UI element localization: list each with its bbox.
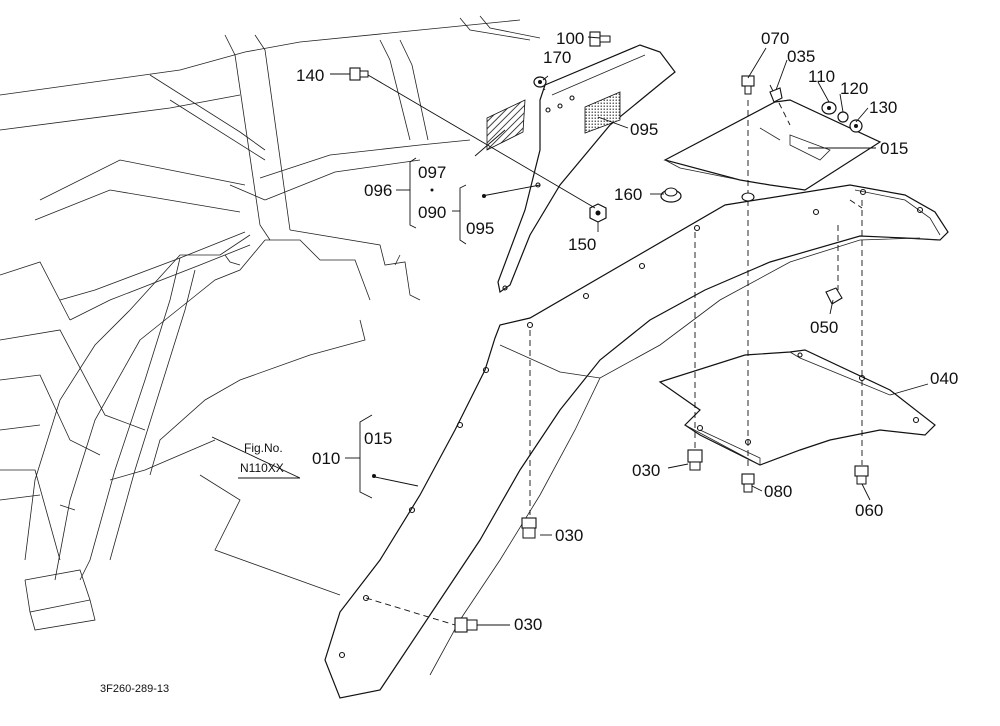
label-030-right[interactable]: 030 (632, 461, 660, 480)
part-labels: 100 170 140 070 035 110 120 130 015 095 … (296, 29, 958, 634)
label-060[interactable]: 060 (855, 501, 883, 520)
bolt-070[interactable] (741, 75, 755, 95)
label-095-right[interactable]: 095 (630, 120, 658, 139)
warning-decal-097 (486, 99, 526, 151)
label-035[interactable]: 035 (787, 47, 815, 66)
tractor-frame-background (0, 15, 541, 631)
label-097[interactable]: 097 (418, 163, 446, 182)
label-015-left[interactable]: 015 (364, 429, 392, 448)
bolt-100[interactable] (589, 31, 611, 47)
bolt-030-bottom[interactable] (454, 617, 478, 633)
label-095-left[interactable]: 095 (466, 219, 494, 238)
hardware (349, 31, 869, 633)
label-170[interactable]: 170 (543, 48, 571, 67)
washer-110[interactable] (821, 101, 837, 115)
clip-050[interactable] (825, 287, 843, 305)
fender-part-010[interactable] (324, 184, 949, 699)
lock-washer-120[interactable] (837, 111, 849, 123)
label-096[interactable]: 096 (364, 181, 392, 200)
warning-decal-095 (584, 91, 621, 134)
bolt-140[interactable] (349, 67, 369, 81)
label-160[interactable]: 160 (614, 185, 642, 204)
label-090[interactable]: 090 (418, 203, 446, 222)
label-150[interactable]: 150 (568, 235, 596, 254)
label-050[interactable]: 050 (810, 318, 838, 337)
figure-reference: Fig.No. N110XX (240, 441, 284, 475)
fig-ref-line1: Fig.No. (244, 441, 283, 455)
label-140[interactable]: 140 (296, 66, 324, 85)
label-100[interactable]: 100 (556, 29, 584, 48)
label-040[interactable]: 040 (930, 369, 958, 388)
side-panel-part-090[interactable] (486, 44, 882, 294)
bolt-060[interactable] (854, 465, 869, 485)
grommet-160[interactable] (660, 187, 682, 203)
platform-plate-part-040[interactable] (658, 349, 936, 466)
label-030-bottom[interactable]: 030 (514, 615, 542, 634)
bolt-030-mid[interactable] (521, 517, 537, 539)
fig-ref-line2[interactable]: N110XX (240, 461, 284, 475)
label-130[interactable]: 130 (869, 98, 897, 117)
assembly-lines (365, 79, 863, 626)
label-015-top[interactable]: 015 (880, 139, 908, 158)
label-010[interactable]: 010 (312, 449, 340, 468)
label-110[interactable]: 110 (808, 67, 835, 86)
label-030-mid[interactable]: 030 (555, 526, 583, 545)
nut-150[interactable] (589, 203, 607, 223)
label-080[interactable]: 080 (764, 482, 792, 501)
drawing-code: 3F260-289-13 (100, 683, 169, 695)
clip-035[interactable] (769, 87, 783, 103)
bolt-030-right[interactable] (687, 449, 703, 471)
bolt-080[interactable] (741, 473, 755, 493)
label-070[interactable]: 070 (761, 29, 789, 48)
leader-lines (211, 36, 929, 626)
label-120[interactable]: 120 (840, 79, 868, 98)
nut-130[interactable] (849, 119, 863, 133)
